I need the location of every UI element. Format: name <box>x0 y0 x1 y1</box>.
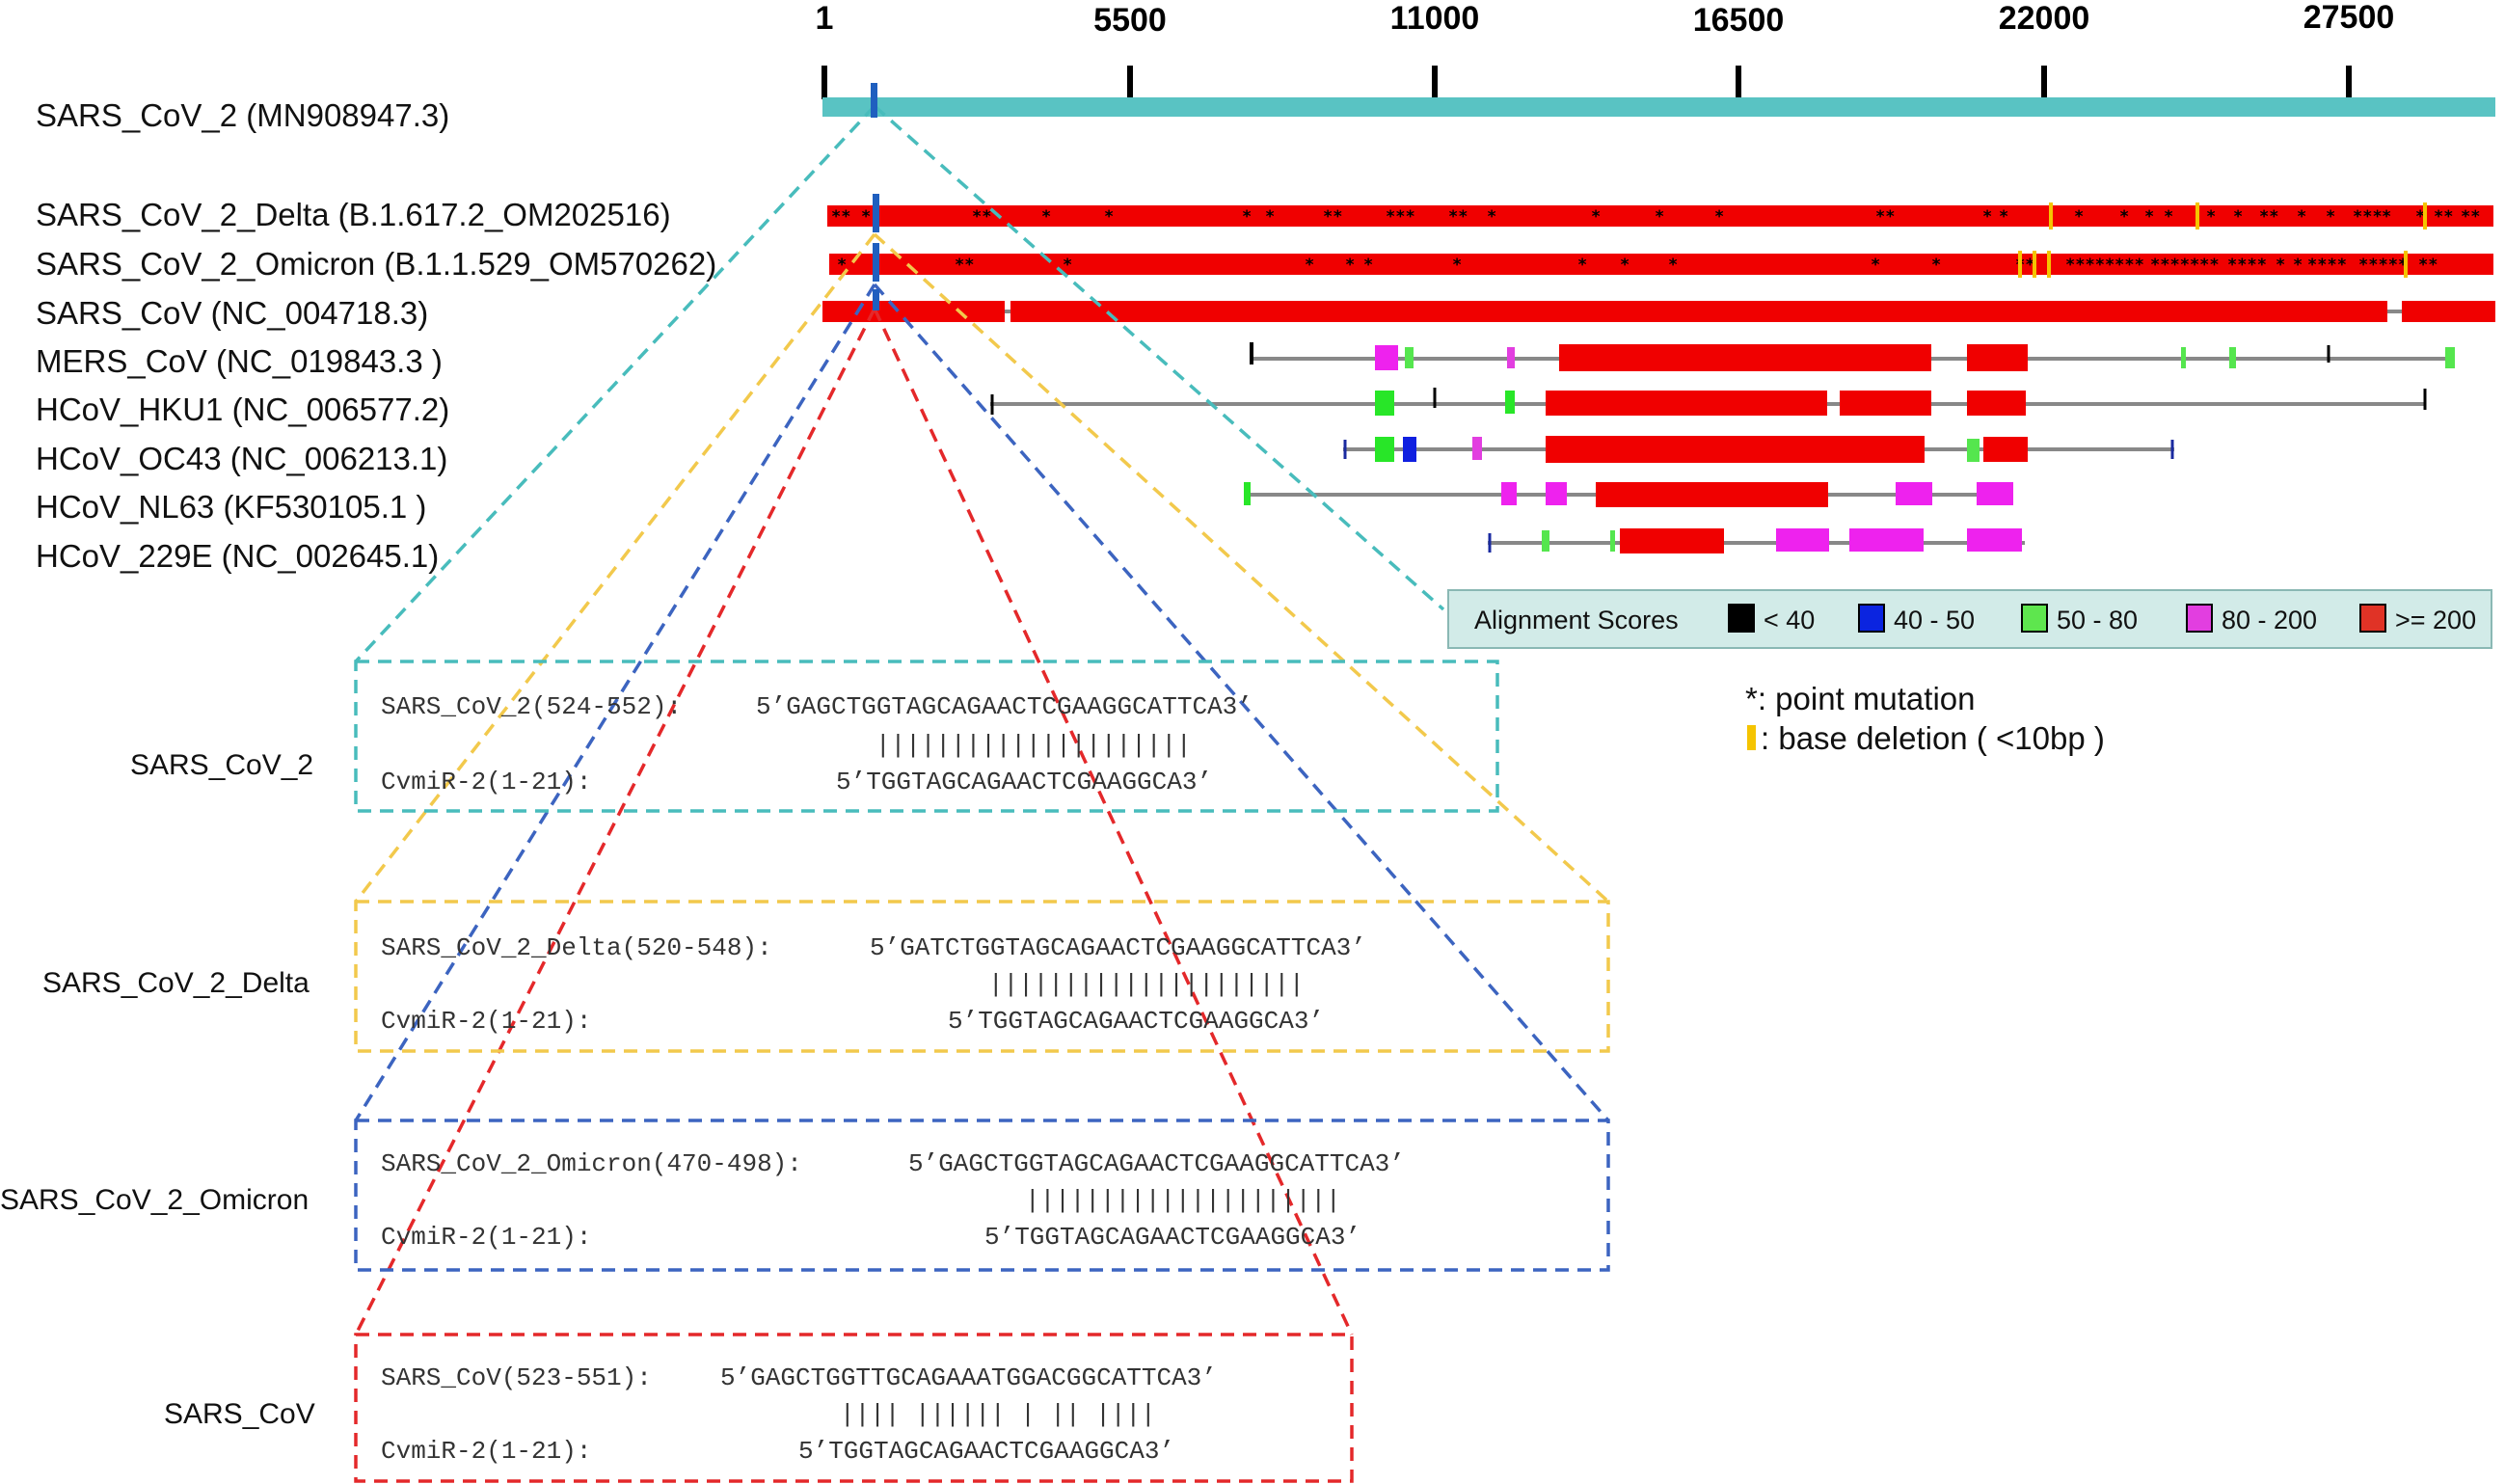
alignment-box-sars-cov-2: SARS_CoV_2 SARS_CoV_2(524-552): 5’GAGCTG… <box>130 660 1499 813</box>
mirna-sequence: 5’TGGTAGCAGAACTCGAAGGCA3’ <box>836 768 1212 796</box>
alignment-side-label: SARS_CoV <box>164 1398 315 1430</box>
genome-label: SARS_CoV_2_Delta (B.1.617.2_OM202516) <box>36 197 671 232</box>
alignment-side-label: SARS_CoV_2_Omicron <box>0 1184 309 1216</box>
pairing-bars: ||||||||||||||||||||| <box>875 731 1192 760</box>
axis-tick-label: 27500 <box>2303 0 2395 36</box>
track-delta: ******* ********* ****** ***** ****** **… <box>827 202 2493 229</box>
point-mutations: ******* ********* ****** ***** ****** **… <box>831 207 2480 227</box>
axis: 1 5500 11000 16500 22000 27500 <box>816 0 2395 99</box>
legend-label: 40 - 50 <box>1894 606 1975 634</box>
target-label: SARS_CoV_2(524-552): <box>381 692 682 721</box>
alignment-block <box>1010 301 2387 322</box>
legend-label: 50 - 80 <box>2057 606 2138 634</box>
deletion-note: : base deletion ( <10bp ) <box>1761 720 2105 756</box>
mutation-symbol: * <box>1745 681 1758 716</box>
track-oc43 <box>1343 436 2174 463</box>
target-sequence: 5’GAGCTGGTAGCAGAACTCGAAGGCATTCA3’ <box>756 692 1252 721</box>
mirna-label: CvmiR-2(1-21): <box>381 1437 591 1466</box>
legend-label: < 40 <box>1764 606 1815 634</box>
track-nl63 <box>1244 482 2013 507</box>
axis-tick-label: 16500 <box>1693 2 1785 39</box>
genome-label: HCoV_NL63 (KF530105.1 ) <box>36 489 426 525</box>
mirna-label: CvmiR-2(1-21): <box>381 768 591 796</box>
track-229e <box>1488 528 2025 553</box>
track-hku1 <box>990 388 2427 416</box>
genome-label: SARS_CoV_2_Omicron (B.1.1.529_OM570262) <box>36 246 716 282</box>
axis-tick-label: 1 <box>816 0 834 37</box>
zoom-lines <box>354 104 1610 1336</box>
pairing-bars: ||||||||||||||||||||| <box>1025 1186 1341 1215</box>
base-deletions <box>2018 251 2408 278</box>
target-sequence: 5’GAGCTGGTAGCAGAACTCGAAGGCATTCA3’ <box>908 1149 1405 1178</box>
legend-label: >= 200 <box>2395 606 2476 634</box>
pairing-bars: |||| |||||| | || |||| <box>840 1400 1156 1429</box>
reference-genome-bar <box>822 97 2495 117</box>
alignment-score-legend: Alignment Scores < 40 40 - 50 50 - 80 80… <box>1447 589 2492 649</box>
alignment-box-sars-cov-2-omicron: SARS_CoV_2_Omicron SARS_CoV_2_Omicron(47… <box>0 1119 1610 1272</box>
legend-swatch <box>1728 604 1755 633</box>
alignment-side-label: SARS_CoV_2 <box>130 749 313 781</box>
alignment-block <box>822 301 1005 322</box>
alignment-block <box>2402 301 2495 322</box>
mutation-note: : point mutation <box>1758 681 1976 716</box>
mirna-sequence: 5’TGGTAGCAGAACTCGAAGGCA3’ <box>798 1437 1174 1466</box>
svg-text:******* *********: ******* ********* ****** ***** ****** **… <box>831 207 2480 227</box>
mirna-sequence: 5’TGGTAGCAGAACTCGAAGGCA3’ <box>984 1223 1360 1252</box>
alignment-box-sars-cov-2-delta: SARS_CoV_2_Delta SARS_CoV_2_Delta(520-54… <box>42 900 1610 1053</box>
track-sars-cov <box>822 301 2495 322</box>
base-deletions <box>2049 202 2427 229</box>
alignment-block <box>827 205 2493 227</box>
legend-title: Alignment Scores <box>1474 606 1679 634</box>
symbol-key: *: point mutation : base deletion ( <10b… <box>1745 681 2105 756</box>
alignment-box-sars-cov: SARS_CoV SARS_CoV(523-551): 5’GAGCTGGTTG… <box>164 1333 1354 1483</box>
target-label: SARS_CoV_2_Delta(520-548): <box>381 933 772 962</box>
alignment-block <box>829 254 2493 275</box>
legend-swatch <box>2359 604 2386 633</box>
genome-label: SARS_CoV_2 (MN908947.3) <box>36 97 449 133</box>
mirna-sequence: 5’TGGTAGCAGAACTCGAAGGCA3’ <box>948 1007 1324 1036</box>
point-mutations: ****** ***** ******************* *******… <box>837 256 2438 275</box>
target-label: SARS_CoV_2_Omicron(470-498): <box>381 1149 802 1178</box>
genome-label: MERS_CoV (NC_019843.3 ) <box>36 343 443 379</box>
genome-label: SARS_CoV (NC_004718.3) <box>36 295 428 331</box>
svg-text:****** ***** *: ****** ***** ******************* *******… <box>837 256 2438 275</box>
genome-labels: SARS_CoV_2 (MN908947.3) SARS_CoV_2_Delta… <box>36 97 716 574</box>
axis-tick-label: 11000 <box>1390 0 1480 37</box>
mirna-label: CvmiR-2(1-21): <box>381 1223 591 1252</box>
svg-text:*: point mutation: *: point mutation <box>1745 681 1975 716</box>
deletion-symbol <box>1747 725 1756 750</box>
axis-tick-marks <box>822 66 2352 99</box>
cvmir-2-site-markers <box>871 83 879 310</box>
genome-label: HCoV_OC43 (NC_006213.1) <box>36 441 447 476</box>
pairing-bars: ||||||||||||||||||||| <box>988 970 1305 999</box>
track-omicron: ****** ***** ******************* *******… <box>829 251 2493 278</box>
legend-label: 80 - 200 <box>2222 606 2317 634</box>
legend-swatch <box>1858 604 1885 633</box>
target-label: SARS_CoV(523-551): <box>381 1363 652 1392</box>
target-sequence: 5’GATCTGGTAGCAGAACTCGAAGGCATTCA3’ <box>870 933 1366 962</box>
target-sequence: 5’GAGCTGGTTGCAGAAATGGACGGCATTCA3’ <box>720 1363 1217 1392</box>
axis-tick-label: 5500 <box>1093 2 1167 39</box>
mirna-label: CvmiR-2(1-21): <box>381 1007 591 1036</box>
alignment-side-label: SARS_CoV_2_Delta <box>42 967 310 999</box>
genome-label: HCoV_229E (NC_002645.1) <box>36 538 439 574</box>
axis-tick-label: 22000 <box>1999 0 2090 37</box>
legend-swatch <box>2186 604 2213 633</box>
legend-swatch <box>2021 604 2048 633</box>
genome-label: HCoV_HKU1 (NC_006577.2) <box>36 391 449 427</box>
track-mers <box>1250 342 2455 371</box>
